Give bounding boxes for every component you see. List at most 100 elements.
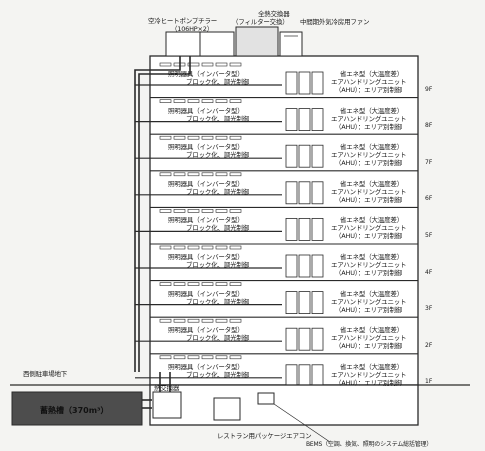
ahu-panel [311,181,324,205]
lighting-line1: 照明器具（インバータ型） [168,179,244,188]
chiller-unit-1 [165,31,201,57]
riser-pipe-left-1 [134,56,181,372]
light-fixture [173,135,186,140]
ahu-panel [298,181,311,205]
lighting-line1: 照明器具（インバータ型） [168,253,244,261]
ahu-panel [311,217,324,241]
light-fixture [159,282,172,286]
ahu-panel [285,364,298,388]
heat-exchanger-unit [235,26,279,57]
ahu-line2: エアハンドリングユニット [331,151,407,160]
ahu-line1: 省エネ型（大温度差） [340,253,404,261]
lighting-line2: ブロック化、調光制御 [186,114,250,123]
light-fixture [159,318,172,323]
ahu-line2: エアハンドリングユニット [331,297,407,306]
ahu-panel [285,71,298,95]
ahu-line3: （AHU）：エリア別制御 [335,232,402,241]
light-fixture [173,209,186,213]
light-fixture [201,282,214,286]
ahu-panel [298,217,311,241]
bems-label: BEMS（空調、換気、照明のシステム総括管理） [306,441,433,448]
lighting-line2: ブロック化、調光制御 [186,334,250,343]
ahu-line2: エアハンドリングユニット [331,114,407,123]
light-fixture [187,318,200,323]
chiller-unit-2 [199,31,235,57]
light-fixture [187,282,200,286]
ahu-panel [285,291,298,315]
exchanger-label: 熱交換器 [154,384,180,392]
floor-label: 8F [425,122,433,130]
light-fixture [215,355,228,360]
restaurant-ac-label: レストラン用パッケージエアコン [217,432,312,440]
ahu-panel [298,254,311,278]
ahu-panel [285,108,298,131]
light-fixture [201,99,214,103]
light-fixture [215,318,228,323]
floor-label: 3F [425,305,433,313]
lighting-line2: ブロック化、調光制御 [186,297,250,306]
ahu-line2: エアハンドリングユニット [331,224,407,233]
lighting-line1: 照明器具（インバータ型） [168,143,244,152]
ahu-panel [298,327,311,351]
light-fixture [215,62,228,67]
ahu-line1: 省エネ型（大温度差） [340,362,404,371]
light-fixture [201,245,214,250]
ahu-line1: 省エネ型（大温度差） [340,106,404,115]
basement-outline [149,384,419,426]
lighting-line2: ブロック化、調光制御 [186,78,250,86]
light-fixture [229,62,242,67]
light-fixture [173,318,186,323]
heat-exchanger-note: （フィルター交換） [232,18,289,26]
floor-label: 6F [425,195,433,203]
ahu-line2: エアハンドリングユニット [331,261,407,269]
bems-leader [273,403,331,443]
light-fixture [187,209,200,213]
ahu-line1: 省エネ型（大温度差） [340,143,404,152]
riser-pipe-left-2 [138,56,191,372]
fan-unit [279,31,303,57]
light-fixture [215,172,228,177]
ahu-line2: エアハンドリングユニット [331,187,407,196]
chiller-spec: （106HP×2） [171,25,213,33]
ahu-line3: （AHU）：エリア別制御 [335,378,402,387]
light-fixture [215,99,228,103]
ahu-panel [311,327,324,351]
light-fixture [159,172,172,177]
ahu-panel [285,327,298,351]
light-fixture [173,99,186,103]
light-fixture [201,209,214,213]
ahu-panel [285,254,298,278]
floor-label: 5F [425,232,433,239]
ahu-line3: （AHU）：エリア別制御 [335,86,402,94]
ahu-line1: 省エネ型（大温度差） [340,216,404,225]
parking-label: 西側駐車場地下 [23,370,68,378]
floor-label: 9F [425,85,433,93]
lighting-line2: ブロック化、調光制御 [186,187,250,196]
ahu-line1: 省エネ型（大温度差） [340,326,404,335]
light-fixture [187,355,200,360]
ahu-panel [311,364,324,388]
ahu-panel [285,217,298,241]
lighting-line1: 照明器具（インバータ型） [168,362,244,371]
ahu-line3: （AHU）：エリア別制御 [335,305,402,314]
light-fixture [159,62,172,67]
ahu-panel [285,144,298,168]
light-fixture [215,245,228,250]
ahu-panel [298,108,311,131]
ahu-panel [285,181,298,205]
light-fixture [173,245,186,250]
light-fixture [159,245,172,250]
restaurant-ac-unit [213,397,241,421]
light-fixture [201,62,214,67]
ahu-line3: （AHU）：エリア別制御 [335,159,402,168]
heat-exchanger-label: 全熱交換器 [258,10,290,18]
light-fixture [201,318,214,323]
floor-label: 1F [425,378,433,386]
lighting-line2: ブロック化、調光制御 [186,370,250,379]
light-fixture [215,135,228,140]
thermal-storage-tank [11,391,143,426]
ahu-panel [311,108,324,131]
lighting-line1: 照明器具（インバータ型） [168,326,244,335]
ahu-panel [311,144,324,168]
